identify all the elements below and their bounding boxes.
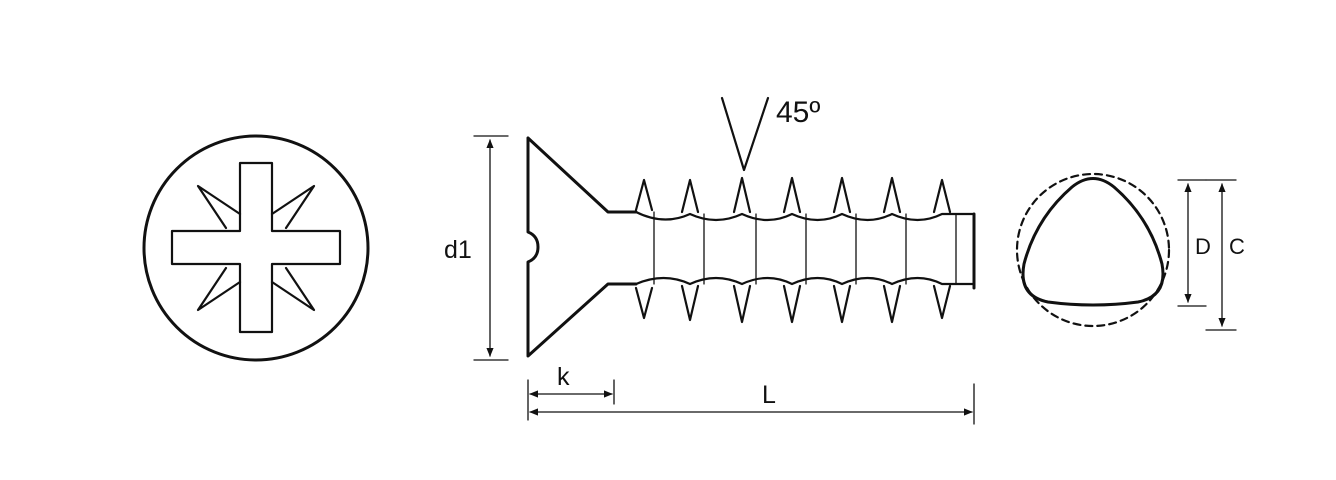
D-label: D [1195, 234, 1211, 259]
shank-lower-edge [634, 276, 976, 286]
d1-extension-lines [473, 135, 509, 361]
thread-angle-label: 45º [776, 96, 820, 129]
trilobular-profile [1021, 177, 1165, 307]
countersunk-head [526, 136, 638, 358]
C-label: C [1229, 234, 1245, 259]
thread-crests [634, 176, 952, 324]
shank-upper-edge [634, 210, 976, 222]
shank-inner-lines [653, 211, 957, 285]
k-extension-lines [527, 379, 615, 421]
screw-side-view: 45º d1 k L [444, 96, 976, 425]
pozidriv-star-marks [196, 184, 316, 312]
L-label: L [762, 381, 776, 409]
pozidriv-recess-icon [170, 161, 342, 334]
thread-cross-section: D C [1015, 172, 1245, 331]
thread-angle-mark [720, 96, 770, 172]
outer-circle-dashed [1015, 172, 1171, 328]
d1-label: d1 [444, 236, 472, 264]
k-label: k [557, 363, 570, 391]
C-extension-lines [1205, 179, 1237, 331]
screw-head-top-view [142, 134, 370, 362]
D-extension-lines [1177, 179, 1207, 307]
